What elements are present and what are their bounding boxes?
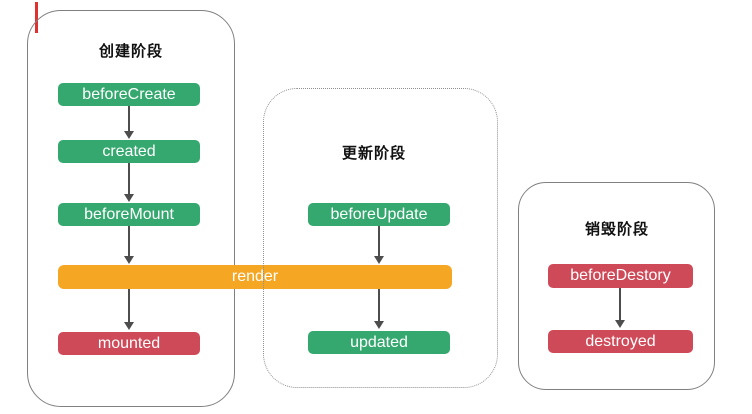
node-beforeDestory: beforeDestory [548, 264, 693, 288]
arrow-down-icon [124, 226, 134, 264]
arrow-down-icon [124, 289, 134, 330]
node-beforeCreate: beforeCreate [58, 83, 200, 106]
node-beforeUpdate: beforeUpdate [308, 203, 450, 226]
creation-phase-title: 创建阶段 [98, 43, 163, 60]
panel-creation-phase [27, 10, 235, 407]
arrow-down-icon [124, 163, 134, 202]
node-updated: updated [308, 331, 450, 354]
arrow-down-icon [374, 226, 384, 264]
node-destroyed: destroyed [548, 330, 693, 353]
node-beforeMount: beforeMount [58, 203, 200, 226]
node-created: created [58, 140, 200, 163]
node-mounted: mounted [58, 332, 200, 355]
destroy-phase-title: 销毁阶段 [584, 221, 649, 238]
arrow-down-icon [615, 288, 625, 328]
node-render-bar: render [58, 265, 452, 289]
red-marker-line [35, 2, 38, 33]
arrow-down-icon [124, 106, 134, 139]
panel-update-phase [263, 88, 498, 388]
panel-destroy-phase [518, 182, 715, 390]
update-phase-title: 更新阶段 [341, 145, 406, 162]
arrow-down-icon [374, 289, 384, 329]
